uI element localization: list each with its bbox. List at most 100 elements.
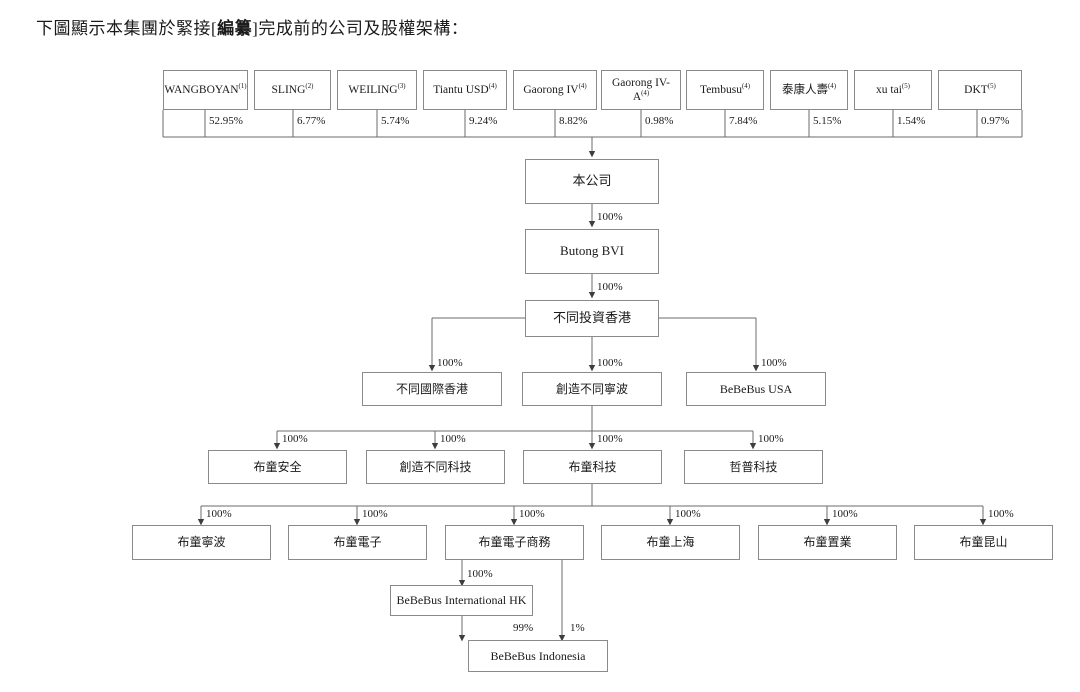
edge-label-ningbo-to-butong-tech: 100%: [597, 433, 623, 445]
entity-box-chuangzao-ningbo[interactable]: 創造不同寧波: [522, 372, 662, 406]
edge-label-ecom-to-indonesia: 1%: [570, 622, 585, 634]
percent-label-tiantu-usd: 9.24%: [469, 115, 498, 127]
shareholder-note: (5): [901, 82, 910, 90]
shareholder-label: WEILING(3): [345, 83, 408, 97]
shareholder-label: Tiantu USD(4): [430, 83, 500, 97]
shareholder-name: Gaorong IV-A: [611, 76, 671, 103]
entity-label: BeBeBus Indonesia: [490, 648, 586, 663]
edge-label-ningbo-to-chuangzao-tech: 100%: [440, 433, 466, 445]
entity-box-butong-electronics[interactable]: 布童電子: [288, 525, 427, 560]
edge-label-hk-to-usa: 100%: [761, 357, 787, 369]
shareholder-box-gaorong-iv[interactable]: Gaorong IV(4): [513, 70, 597, 110]
entity-label: 創造不同科技: [399, 459, 472, 474]
shareholder-box-wangboyan[interactable]: WANGBOYAN(1): [163, 70, 248, 110]
edge-label-ningbo-to-zhepu: 100%: [758, 433, 784, 445]
entity-label: Butong BVI: [560, 243, 624, 259]
edge-label-tech-to-electronics: 100%: [362, 508, 388, 520]
shareholder-note: (4): [641, 90, 650, 98]
edge-label-tech-to-ecommerce: 100%: [519, 508, 545, 520]
percent-label-gaorong-iv-a: 0.98%: [645, 115, 674, 127]
shareholder-label: Gaorong IV(4): [520, 83, 589, 97]
shareholder-box-tiantu-usd[interactable]: Tiantu USD(4): [423, 70, 507, 110]
edge-label-ecom-to-intlhk: 100%: [467, 568, 493, 580]
entity-box-butong-bvi[interactable]: Butong BVI: [525, 229, 659, 274]
edge-label-bvi-to-hk: 100%: [597, 281, 623, 293]
edge-label-tech-to-shanghai: 100%: [675, 508, 701, 520]
shareholder-name: 泰康人壽: [781, 83, 828, 96]
shareholder-label: Tembusu(4): [697, 83, 753, 97]
shareholder-label: DKT(5): [961, 83, 999, 97]
edge-label-hk-to-ningbo: 100%: [597, 357, 623, 369]
shareholder-name: DKT: [964, 83, 988, 96]
edge-label-tech-to-ningbo6: 100%: [206, 508, 232, 520]
caption-bold-term: 編纂: [217, 19, 253, 38]
entity-box-butong-ecommerce[interactable]: 布童電子商務: [445, 525, 584, 560]
shareholder-box-xu-tai[interactable]: xu tai(5): [854, 70, 932, 110]
percent-label-wangboyan: 52.95%: [209, 115, 243, 127]
entity-label: 布童置業: [803, 535, 852, 549]
shareholder-box-weiling[interactable]: WEILING(3): [337, 70, 417, 110]
shareholder-label: 泰康人壽(4): [779, 83, 839, 97]
entity-label: 布童電子商務: [478, 535, 551, 549]
entity-label: 不同投資香港: [552, 310, 631, 326]
entity-box-bebebus-usa[interactable]: BeBeBus USA: [686, 372, 826, 406]
edge-label-intlhk-to-indonesia: 99%: [513, 622, 534, 634]
shareholder-name: Gaorong IV: [523, 83, 579, 96]
shareholder-note: (1): [238, 82, 247, 90]
shareholder-note: (4): [741, 82, 751, 90]
entity-box-butong-ningbo[interactable]: 布童寧波: [132, 525, 271, 560]
shareholder-name: SLING: [271, 83, 306, 96]
shareholder-name: WEILING: [348, 83, 398, 96]
entity-label: 創造不同寧波: [555, 381, 628, 396]
percent-label-weiling: 5.74%: [381, 115, 410, 127]
entity-box-butong-shanghai[interactable]: 布童上海: [601, 525, 740, 560]
entity-box-butong-intl-hk[interactable]: 不同國際香港: [362, 372, 502, 406]
shareholder-box-tembusu[interactable]: Tembusu(4): [686, 70, 764, 110]
entity-box-butong-kunshan[interactable]: 布童昆山: [914, 525, 1053, 560]
entity-box-bebebus-intl-hk[interactable]: BeBeBus International HK: [390, 585, 533, 616]
caption-suffix: ]完成前的公司及股權架構：: [252, 19, 469, 38]
edge-label-tech-to-kunshan: 100%: [988, 508, 1014, 520]
shareholder-box-gaorong-iv-a[interactable]: Gaorong IV-A(4): [601, 70, 681, 110]
shareholder-note: (3): [397, 82, 406, 90]
percent-label-xu-tai: 1.54%: [897, 115, 926, 127]
shareholder-box-sling[interactable]: SLING(2): [254, 70, 331, 110]
shareholder-box-taikang-life[interactable]: 泰康人壽(4): [770, 70, 848, 110]
percent-label-gaorong-iv: 8.82%: [559, 115, 588, 127]
shareholder-note: (4): [578, 82, 587, 90]
percent-label-sling: 6.77%: [297, 115, 326, 127]
shareholder-name: WANGBOYAN: [164, 83, 239, 96]
entity-label: 不同國際香港: [395, 381, 468, 396]
entity-box-zhepu-tech[interactable]: 哲普科技: [684, 450, 823, 484]
shareholder-name: xu tai: [876, 83, 902, 96]
edge-label-tech-to-realestate: 100%: [832, 508, 858, 520]
shareholder-label: SLING(2): [269, 83, 317, 97]
percent-label-taikang-life: 5.15%: [813, 115, 842, 127]
edge-label-ningbo-to-safety: 100%: [282, 433, 308, 445]
entity-label: 本公司: [572, 173, 612, 189]
entity-box-butong-realestate[interactable]: 布童置業: [758, 525, 897, 560]
entity-label: BeBeBus International HK: [396, 593, 527, 607]
entity-box-butong-hk[interactable]: 不同投資香港: [525, 300, 659, 337]
shareholder-box-dkt[interactable]: DKT(5): [938, 70, 1022, 110]
page-title: 下圖顯示本集團於緊接[編纂]完成前的公司及股權架構：: [36, 14, 468, 39]
shareholder-note: (4): [827, 82, 837, 90]
shareholder-label: WANGBOYAN(1): [161, 83, 249, 97]
shareholder-label: Gaorong IV-A(4): [602, 76, 680, 105]
percent-label-tembusu: 7.84%: [729, 115, 758, 127]
edge-label-hk-to-intl: 100%: [437, 357, 463, 369]
edge-label-company-to-bvi: 100%: [597, 211, 623, 223]
entity-label: 布童電子: [333, 535, 382, 549]
entity-box-bebebus-indonesia[interactable]: BeBeBus Indonesia: [468, 640, 608, 672]
entity-box-company[interactable]: 本公司: [525, 159, 659, 204]
shareholder-label: xu tai(5): [873, 83, 913, 97]
shareholder-note: (4): [488, 82, 497, 90]
entity-box-chuangzao-tech[interactable]: 創造不同科技: [366, 450, 505, 484]
entity-label: 布童上海: [646, 535, 695, 549]
entity-box-butong-safety[interactable]: 布童安全: [208, 450, 347, 484]
entity-label: 布童昆山: [959, 535, 1008, 549]
shareholder-note: (5): [987, 82, 996, 90]
entity-label: 布童科技: [568, 459, 617, 474]
entity-box-butong-tech[interactable]: 布童科技: [523, 450, 662, 484]
